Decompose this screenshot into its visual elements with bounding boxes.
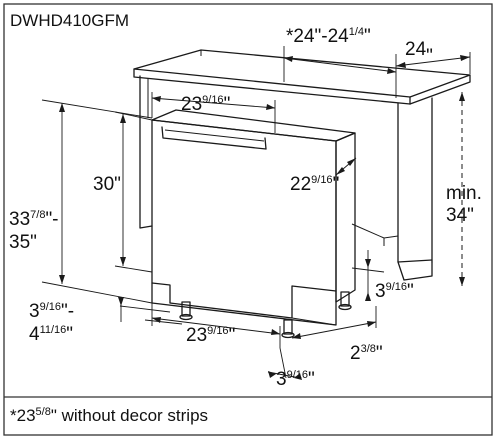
arrow-height-top [120, 114, 126, 123]
dim-width-top [151, 97, 276, 109]
dimension-labels: *24"-241/4" 24" 239/16" 30" 229/16" min.… [9, 26, 482, 390]
right-cabinet-front-edge [397, 102, 433, 263]
arrow-toe-top [365, 259, 371, 268]
rear-right-leg [340, 291, 350, 307]
label-toe-depth: 39/16" [375, 281, 414, 302]
dishwasher-side [335, 132, 356, 303]
model-number: DWHD410GFM [10, 11, 129, 30]
label-min-height-1: min. [446, 183, 482, 204]
dim-front-offset [279, 347, 287, 379]
arrow-depth-right [460, 55, 470, 61]
countertop-right-edge [409, 74, 471, 105]
door-handle-inner [164, 129, 265, 142]
label-opening-width: *24"-241/4" [286, 26, 371, 47]
arrow-min-bottom [459, 277, 465, 286]
label-overall-height-1: 337/8"- [9, 209, 59, 230]
label-leg-height-2: 411/16" [29, 324, 73, 345]
arrow-width-top-left [152, 96, 161, 102]
left-cabinet-side [139, 75, 153, 229]
front-right-leg [283, 319, 293, 335]
arrow-overall-top [59, 103, 65, 112]
dim-width-bottom [151, 317, 281, 335]
label-unit-width-top: 239/16" [181, 94, 230, 115]
arrow-leg-top [118, 297, 124, 306]
arrow-toe-bottom [365, 292, 371, 301]
ext-overall-bottom [41, 281, 153, 304]
arrow-height-bottom [120, 257, 126, 266]
arrow-side-left [292, 333, 301, 339]
countertop-front-edge [133, 68, 411, 105]
label-front-offset: 39/16" [276, 369, 315, 390]
arrow-depth-rear [347, 158, 356, 166]
arrow-side-right [367, 321, 376, 327]
arrow-depth-left [396, 62, 406, 68]
cabinet-outline [133, 49, 471, 281]
arrow-width-top-right [266, 104, 275, 110]
label-leg-height-1: 39/16"- [29, 301, 74, 322]
ext-front-offset [267, 371, 301, 379]
label-unit-depth: 229/16" [290, 174, 339, 195]
ext-leg-top [119, 305, 171, 313]
label-cabinet-depth: 24" [405, 39, 433, 67]
base-left [151, 282, 171, 304]
right-cabinet-toe [397, 261, 433, 281]
footnote: *235/8" without decor strips [10, 406, 208, 425]
front-left-foot [179, 313, 193, 321]
label-unit-width-bottom: 239/16" [186, 325, 235, 346]
ext-height-bottom [114, 265, 153, 273]
arrow-width-bottom-left [152, 317, 161, 323]
dimension-lines [41, 46, 471, 380]
rear-right-foot [338, 303, 352, 311]
dim-opening-width [283, 57, 397, 73]
label-overall-height-2: 35" [9, 232, 37, 253]
arrow-min-top [459, 92, 465, 101]
arrow-front-left [268, 371, 276, 378]
dim-cabinet-depth [395, 56, 471, 67]
toe-kick [169, 285, 337, 319]
front-left-leg [181, 301, 191, 317]
front-right-foot [281, 331, 295, 339]
label-unit-height: 30" [93, 174, 121, 195]
arrow-overall-bottom [59, 275, 65, 284]
dishwasher-body [151, 109, 356, 339]
ext-overall-top [41, 99, 153, 119]
door-handle [161, 126, 267, 150]
arrow-opening-right [387, 68, 396, 74]
arrow-width-bottom-right [271, 329, 280, 335]
ext-leg-bottom [144, 319, 183, 325]
diagram-frame [3, 3, 493, 436]
floor-line-right [351, 223, 399, 239]
arrow-front-right [294, 373, 302, 380]
dim-side-offset [291, 321, 377, 339]
arrow-opening-left [284, 56, 293, 62]
base-bottom-right [291, 317, 337, 326]
label-min-height-2: 34" [446, 205, 474, 226]
dishwasher-front [151, 119, 337, 326]
label-side-offset: 23/8" [350, 343, 383, 364]
arrow-depth-front [336, 167, 345, 175]
